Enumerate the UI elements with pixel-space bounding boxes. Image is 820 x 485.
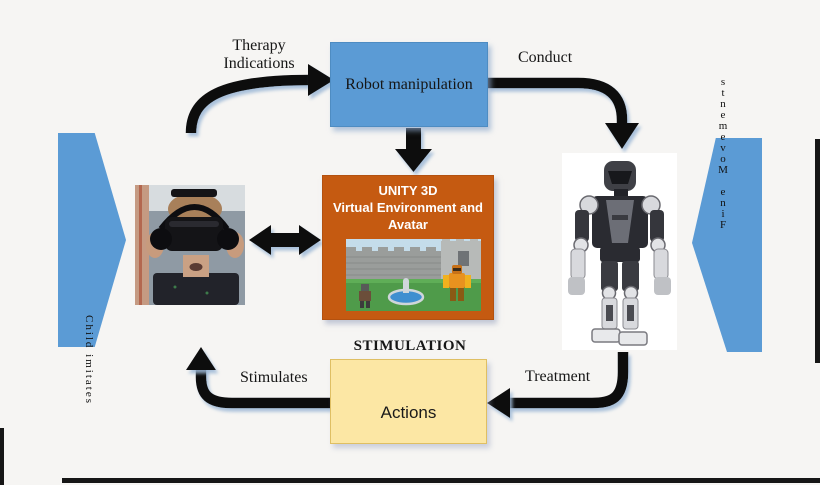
child-wearing-vr-headset-photo [135,185,245,305]
stimulation-heading: STIMULATION [353,338,467,354]
page-border-right [815,139,820,363]
unity-node: UNITY 3D Virtual Environment and Avatar [322,175,494,320]
conduct-arrowhead [605,123,639,149]
stimulates-arrowhead [186,347,216,370]
right-vertical-label: stnemevoM eniF [717,76,729,230]
robot-manipulation-label: Robot manipulation [345,75,473,93]
bioloid-humanoid-robot-photo [562,153,677,350]
conduct-label: Conduct [518,49,573,66]
unity-label-line2: Virtual Environment and [332,199,483,215]
page-border-bottom [62,478,820,483]
therapy-indications-arrow [185,74,311,134]
stimulates-label: Stimulates [240,369,308,386]
treatment-label: Treatment [525,368,591,385]
unity-virtual-environment-screenshot [346,239,481,311]
small-robot-figure [359,284,371,308]
treatment-arrowhead [487,388,510,418]
therapy-label-line2: Indications [223,54,295,72]
child-unity-double-arrow [249,225,321,255]
conduct-arrow [487,77,628,127]
actions-label: Actions [380,402,437,422]
unity-label-line1: UNITY 3D [378,183,438,198]
stimulates-arrow [195,366,331,409]
unity-label-line3: Avatar [388,216,428,232]
actions-node: Actions [330,359,487,444]
avatar-robot-figure [443,265,471,301]
therapy-label-line1: Therapy [232,37,286,54]
treatment-arrow [508,352,629,409]
robot-manipulation-node: Robot manipulation [330,42,488,127]
therapy-arrowhead [308,64,334,96]
page-border-left [0,428,4,485]
therapy-indications-label: Therapy Indications [195,37,323,72]
manipulation-to-unity-arrow [395,128,432,172]
